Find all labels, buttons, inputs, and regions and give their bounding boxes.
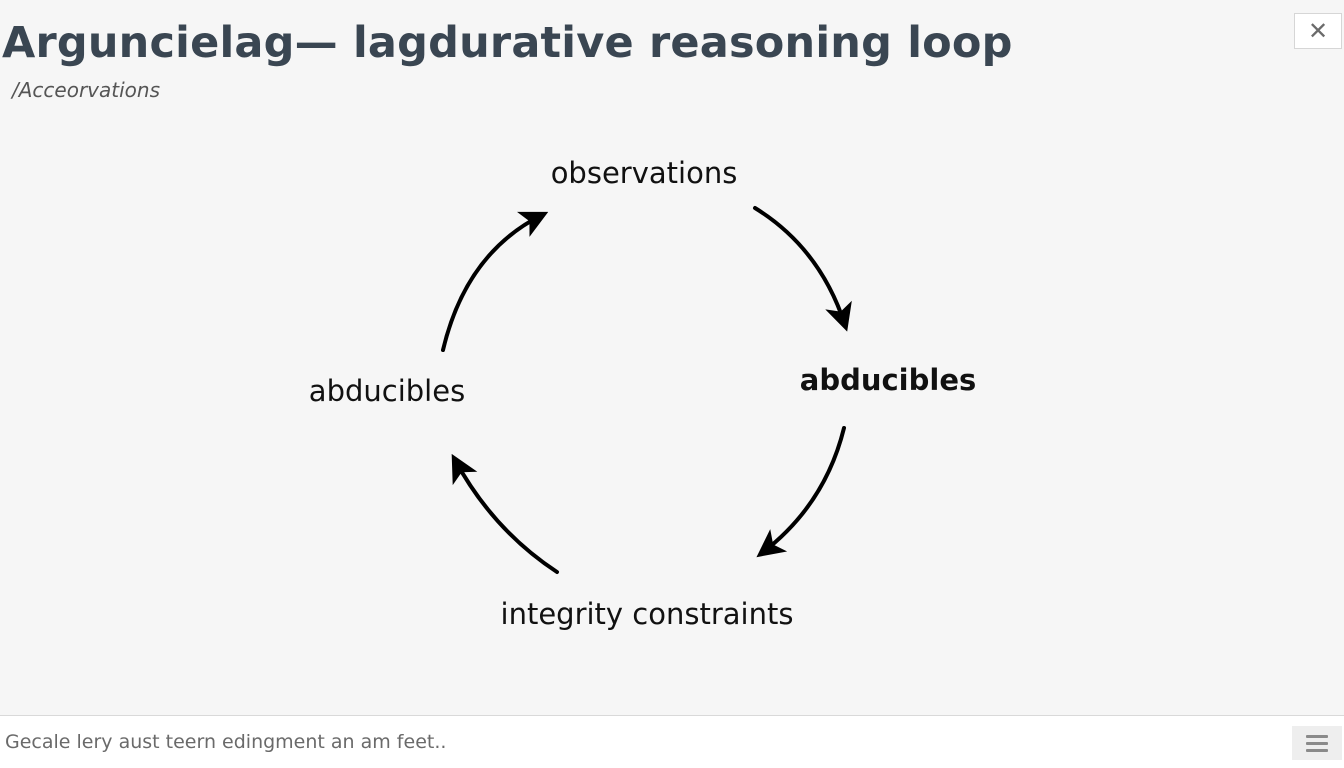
node-abducibles-right: abducibles [800, 363, 977, 397]
close-button[interactable]: ✕ [1294, 13, 1342, 49]
edge-abducibles-to-integrity-constraints [756, 426, 846, 558]
footer-bar [0, 715, 1344, 768]
edge-observations-to-abducibles [753, 206, 852, 332]
edge-abducibles-to-observations [441, 211, 549, 352]
node-observations: observations [551, 156, 738, 190]
close-icon: ✕ [1307, 17, 1329, 45]
node-abducibles-left: abducibles [309, 374, 465, 408]
node-integrity-constraints: integrity constraints [501, 597, 794, 631]
menu-icon [1306, 734, 1328, 738]
message-input[interactable] [0, 716, 1280, 768]
page-title: Arguncielag— lagdurative reasoning loop [2, 18, 1013, 68]
menu-icon [1306, 748, 1328, 752]
menu-icon [1306, 741, 1328, 745]
menu-button[interactable] [1292, 726, 1342, 760]
reasoning-loop-diagram: observations abducibles integrity constr… [309, 156, 977, 631]
breadcrumb[interactable]: /Acceorvations [12, 78, 160, 102]
edge-integrity-constraints-to-abducibles [451, 453, 559, 574]
